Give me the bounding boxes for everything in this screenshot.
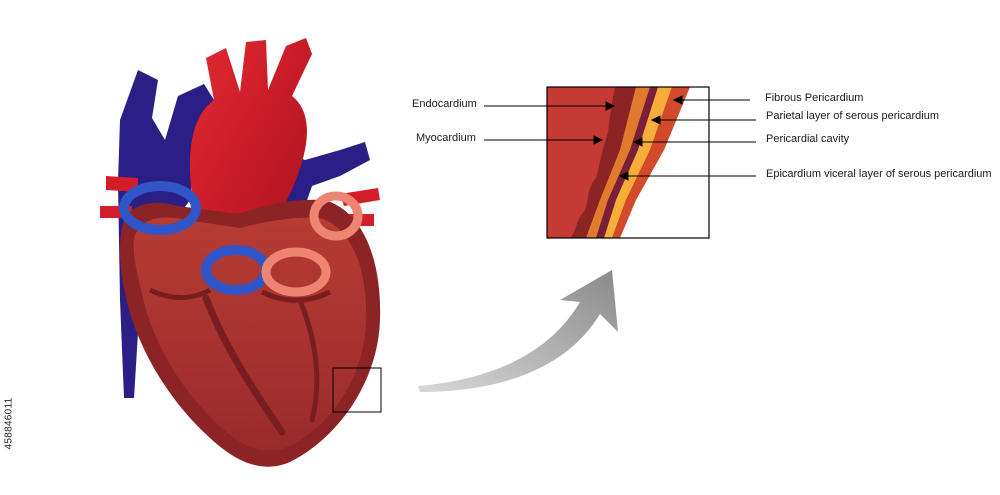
stock-id: 458846011 xyxy=(3,397,15,450)
zoom-inset-frame xyxy=(546,86,710,239)
label-pericardial-cavity: Pericardial cavity xyxy=(766,133,850,145)
septum xyxy=(202,294,286,436)
pulmonary-vein-ring xyxy=(309,191,363,241)
pointer-lines xyxy=(484,95,756,181)
aorta xyxy=(189,38,312,252)
zoom-arrow xyxy=(418,270,618,392)
chamber-line xyxy=(297,297,320,423)
pericardial-cavity-layer xyxy=(596,87,658,238)
vena-cava xyxy=(118,70,214,398)
zoom-source-box xyxy=(332,367,382,413)
label-parietal-layer: Parietal layer of serous pericardium xyxy=(766,110,940,122)
label-endocardium: Endocardium xyxy=(412,98,477,110)
epicardium-layer xyxy=(586,87,650,238)
label-epicardium: Epicardium viceral layer of serous peric… xyxy=(766,168,992,180)
heart-illustration xyxy=(100,38,382,467)
endocardium-layer xyxy=(570,87,636,238)
label-myocardium: Myocardium xyxy=(416,132,476,144)
ventricles-inner xyxy=(133,217,367,451)
parietal-layer xyxy=(604,87,672,238)
label-fibrous-pericardium: Fibrous Pericardium xyxy=(765,92,864,104)
vena-cava-ring xyxy=(119,181,201,235)
aortic-ring xyxy=(261,247,331,297)
atrium-line xyxy=(148,287,332,303)
fibrous-pericardium-layer xyxy=(612,87,690,238)
zoom-inset xyxy=(547,87,709,238)
